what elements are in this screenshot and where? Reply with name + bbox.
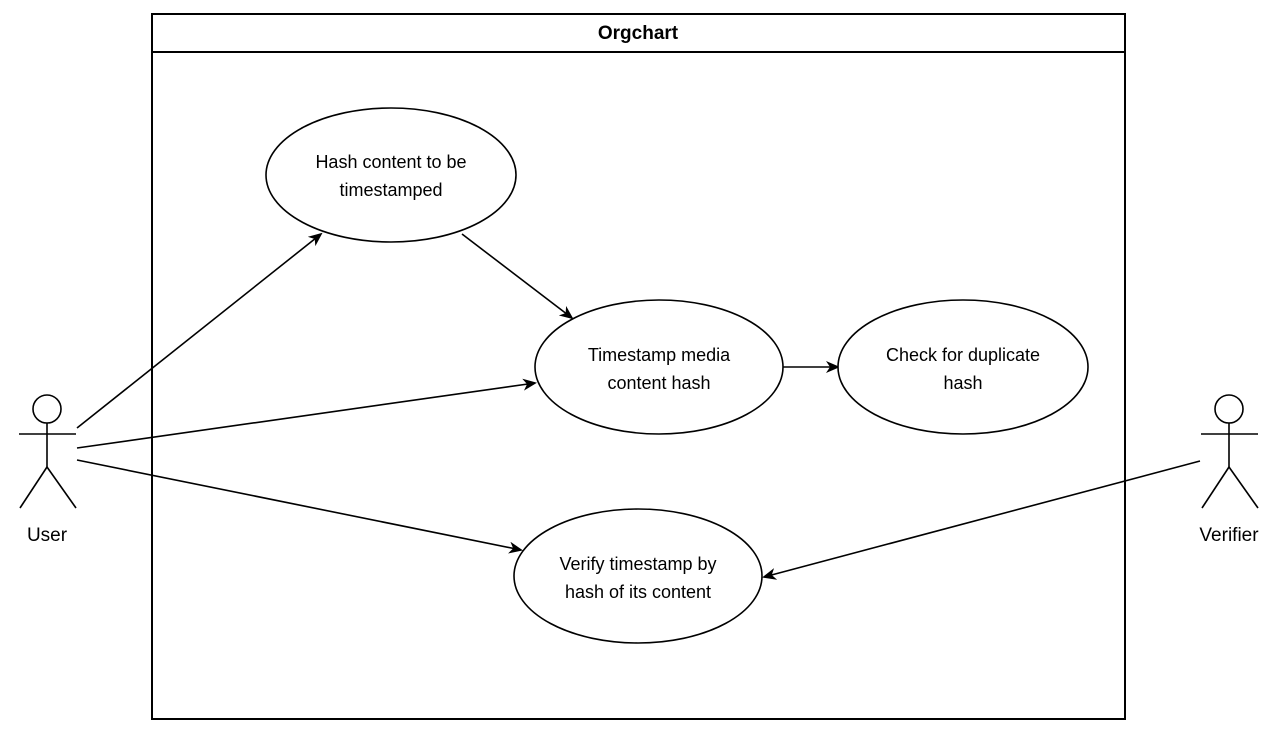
use-case-timestamp-hash-ellipse (534, 299, 784, 435)
arrow-hash-content-to-timestamp-hash (461, 233, 574, 320)
associations (76, 232, 1201, 580)
use-case-check-duplicate-ellipse (837, 299, 1089, 435)
actor-verifier-head-icon (1214, 394, 1244, 424)
actor-user-head-icon (32, 394, 62, 424)
actor-verifier[interactable] (1201, 394, 1259, 509)
use-case-hash-content-line2: timestamped (339, 180, 442, 200)
use-case-verify-timestamp-line1: Verify timestamp by (559, 554, 716, 574)
actor-user[interactable] (19, 394, 77, 509)
system-title: Orgchart (598, 23, 679, 44)
use-case-check-duplicate[interactable]: Check for duplicate hash (837, 299, 1089, 435)
actor-user-right-leg (46, 466, 77, 509)
actor-verifier-label: Verifier (1199, 525, 1259, 546)
use-case-verify-timestamp[interactable]: Verify timestamp by hash of its content (513, 508, 763, 644)
use-case-hash-content-ellipse (265, 107, 517, 243)
actor-user-label: User (27, 525, 68, 546)
arrow-verifier-to-verify-timestamp (762, 460, 1201, 580)
actor-verifier-right-leg (1228, 466, 1259, 509)
use-case-verify-timestamp-ellipse (513, 508, 763, 644)
use-case-timestamp-hash[interactable]: Timestamp media content hash (534, 299, 784, 435)
use-case-hash-content[interactable]: Hash content to be timestamped (265, 107, 517, 243)
actor-user-left-leg (19, 466, 48, 509)
use-case-timestamp-hash-line1: Timestamp media (588, 345, 731, 365)
actor-verifier-left-leg (1201, 466, 1230, 509)
arrow-user-to-timestamp-hash (76, 378, 537, 449)
use-case-verify-timestamp-line2: hash of its content (565, 582, 711, 602)
use-case-check-duplicate-line2: hash (943, 373, 982, 393)
use-case-check-duplicate-line1: Check for duplicate (886, 345, 1040, 365)
arrow-user-to-hash-content (76, 232, 323, 429)
use-case-timestamp-hash-line2: content hash (607, 373, 710, 393)
arrow-user-to-verify-timestamp (76, 459, 523, 554)
use-case-hash-content-line1: Hash content to be (315, 152, 466, 172)
